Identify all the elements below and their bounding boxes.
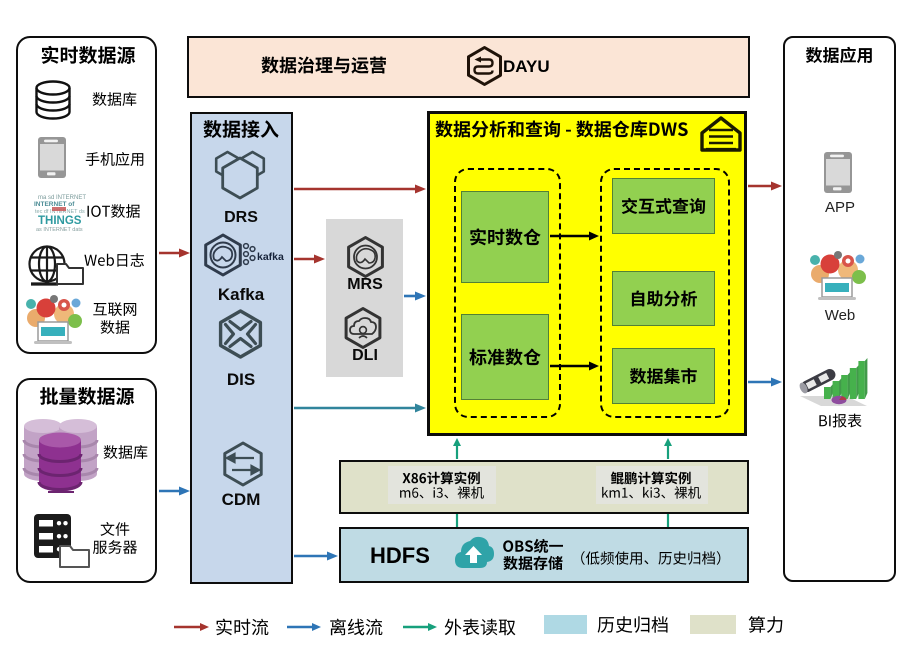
svg-text:THINGS: THINGS [38, 215, 82, 227]
svg-text:tec df INTERNET ds: tec df INTERNET ds [35, 209, 85, 215]
svg-text:as INTERNET dats: as INTERNET dats [36, 227, 83, 233]
svg-text:INTERNET of: INTERNET of [34, 201, 75, 208]
svg-text:ma sd INTERNET: ma sd INTERNET [38, 195, 86, 201]
svg-text:kafka: kafka [257, 251, 284, 263]
